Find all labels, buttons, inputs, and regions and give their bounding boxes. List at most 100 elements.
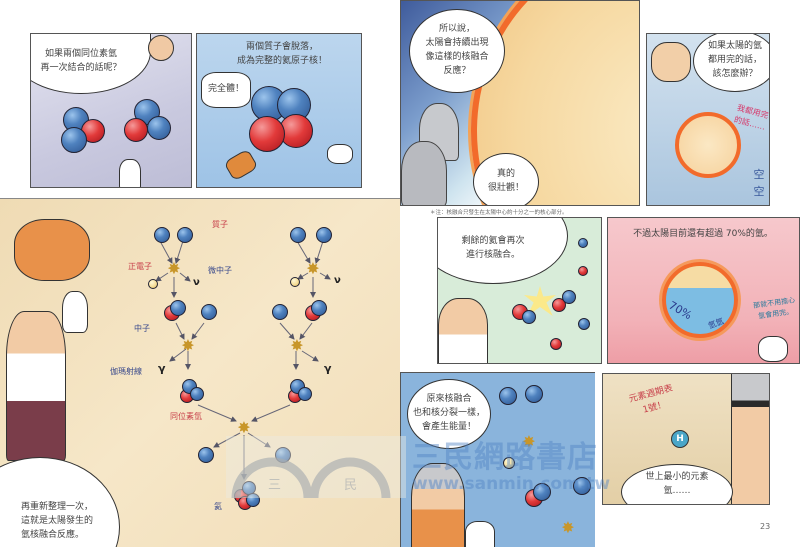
scientist-character [438, 298, 488, 363]
panel-sun-fusion: 所以說， 太陽會持續出現 像這樣的核融合 反應？ 真的 很壯觀！ [400, 0, 640, 206]
reaction-burst-icon: ✸ [290, 336, 304, 355]
proton [154, 227, 170, 243]
caption-text: 兩個質子會脫落， 成為完整的氦原子核！ [236, 42, 327, 66]
panel-smallest-element: 元素週期表 1號！ H 世上最小的元素 氫…… [602, 373, 770, 505]
speech-bubble: 再重新整理一次， 這就是太陽發生的 氫核融合反應。 [0, 457, 120, 547]
panel-fusion-diagram: 質子 ✸ 正電子 ν 微中子 中子 ✸ 伽瑪射線 γ 同位素氫 ✸ ν ✸ γ … [0, 198, 400, 547]
scientist-head [148, 35, 174, 61]
scientist-character [6, 311, 66, 461]
positron [503, 457, 515, 469]
proton [573, 477, 591, 495]
helium-nucleus [578, 318, 590, 330]
proton [290, 227, 306, 243]
helium-nucleus [578, 238, 588, 248]
dog-character [119, 159, 141, 187]
proton [525, 385, 543, 403]
gamma-symbol: γ [324, 362, 332, 375]
label-helium: 氦 [214, 502, 222, 511]
panel-hydrogen-remaining: 不過太陽目前還有超過 70%的氫。 70% 氫氫 那就不用擔心 氫會用完。 [607, 217, 800, 364]
boy-character [731, 374, 769, 504]
speech-text: 原來核融合 也和核分裂一樣， 會產生能量！ [412, 394, 485, 432]
hydrogen-isotope-neutron [124, 118, 148, 142]
speech-text: 如果兩個同位素氫 再一次結合的話呢？ [40, 48, 122, 73]
label-positron: 正電子 [128, 262, 152, 271]
exclaim-text: 完全體！ [207, 84, 244, 95]
watermark-logo-char: 三 [268, 478, 282, 493]
helium-nucleus [578, 266, 588, 276]
boy-character [223, 148, 259, 182]
watermark-arches-icon [231, 457, 391, 499]
positron [148, 279, 158, 289]
panel-hydrogen-runout: 如果太陽的氫 都用完的話， 該怎麼辦？ 我都用完 的話…… 空 空 [646, 33, 770, 206]
speech-text: 如果太陽的氫 都用完的話， 該怎麼辦？ [707, 41, 762, 79]
speech-bubble: 真的 很壯觀！ [473, 153, 539, 205]
watermark-logo-char: 民 [344, 478, 358, 493]
watermark-logo: 三 民 [226, 436, 406, 499]
positron [290, 277, 300, 287]
isotope-proton [298, 387, 312, 401]
watermark-url: www.sanmin.com.tw [412, 474, 611, 494]
label-proton: 質子 [212, 220, 228, 229]
hydrogen-atom-icon: H [671, 430, 689, 448]
speech-bubble: 世上最小的元素 氫…… [621, 464, 733, 504]
deuteron-proton [170, 300, 186, 316]
helium-nucleus [562, 290, 576, 304]
empty-sfx: 空 空 [753, 168, 765, 199]
hydrogen-isotope-proton [61, 127, 87, 153]
speech-bubble: 剩餘的氦會再次 進行核融合。 [438, 218, 568, 284]
speech-text: 所以說， 太陽會持續出現 像這樣的核融合 反應？ [425, 24, 489, 76]
speech-text: 世上最小的元素 氫…… [645, 472, 709, 496]
proton [272, 304, 288, 320]
dog-character [465, 521, 495, 547]
reaction-burst-icon: ✸ [181, 336, 195, 355]
panel-fusion-energy: 原來核融合 也和核分裂一樣， 會產生能量！ ✸ ✸ [400, 372, 595, 547]
dog-side-text: 那就不用擔心 氫會用完。 [752, 296, 796, 321]
label-gamma-ray: 伽瑪射線 [110, 367, 142, 376]
gamma-symbol: γ [158, 362, 166, 375]
page-number: 23 [760, 522, 771, 531]
caption-text: 不過太陽目前還有超過 70%的氫。 [633, 229, 773, 239]
speech-bubble: 如果太陽的氫 都用完的話， 該怎麼辦？ [693, 34, 769, 92]
panel-helium-fusion: 剩餘的氦會再次 進行核融合。 [437, 217, 602, 364]
helium-neutron [249, 116, 285, 152]
isotope-proton [190, 387, 204, 401]
reaction-burst-icon: ✸ [306, 259, 320, 278]
panel-helium-nucleus: 兩個質子會脫落， 成為完整的氦原子核！ 完全體！ [196, 33, 362, 188]
boy-character [651, 42, 691, 82]
proton [201, 304, 217, 320]
proton [316, 227, 332, 243]
label-neutron: 中子 [134, 324, 150, 333]
helium-nucleus [550, 338, 562, 350]
speech-bubble: 所以說， 太陽會持續出現 像這樣的核融合 反應？ [409, 9, 505, 93]
reaction-burst-icon: ✸ [237, 418, 251, 437]
speech-text: 真的 很壯觀！ [487, 169, 524, 193]
label-neutrino: 微中子 [208, 266, 232, 275]
reaction-burst-icon: ✸ [522, 432, 536, 451]
reaction-burst-icon: ✸ [167, 259, 181, 278]
dog-character [62, 291, 88, 333]
speech-bubble: 如果兩個同位素氫 再一次結合的話呢？ [31, 34, 151, 94]
dog-character [327, 144, 353, 164]
deuteron-proton [533, 483, 551, 501]
reaction-burst-icon: ✸ [561, 518, 575, 537]
dog-character [758, 336, 788, 362]
hydrogen-isotope-proton [147, 116, 171, 140]
label-isotope: 同位素氫 [170, 412, 202, 421]
footnote: ＊注：核融合只發生在太陽中心約十分之一的核心部分。 [430, 210, 568, 216]
helium-proton [246, 493, 260, 507]
boy-character [411, 463, 465, 547]
speech-bubble: 原來核融合 也和核分裂一樣， 會產生能量！ [407, 379, 491, 449]
proton [177, 227, 193, 243]
astronaut-character [401, 141, 447, 205]
neutrino-symbol: ν [193, 277, 200, 288]
sun-character [662, 262, 738, 338]
released-proton [198, 447, 214, 463]
proton [499, 387, 517, 405]
boy-character [14, 219, 90, 281]
helium-nucleus [552, 298, 566, 312]
watermark-store-name: 三民網路書店 [412, 440, 598, 475]
speech-text: 再重新整理一次， 這就是太陽發生的 氫核融合反應。 [20, 502, 93, 540]
periodic-table-shout: 元素週期表 1號！ [627, 383, 674, 416]
exclaim-bubble: 完全體！ [201, 72, 251, 108]
helium-nucleus [522, 310, 536, 324]
